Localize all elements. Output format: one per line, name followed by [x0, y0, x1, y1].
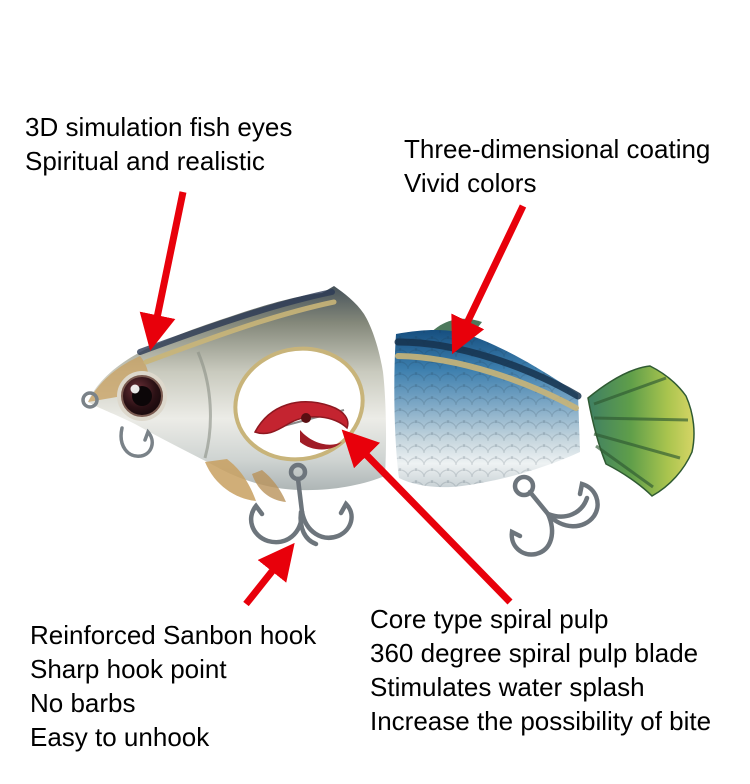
spiral-blade	[253, 401, 349, 450]
arrow-to-spiral	[341, 429, 513, 605]
callout-line: Easy to unhook	[30, 722, 210, 752]
callout-line: Core type spiral pulp	[370, 604, 609, 634]
tail-fin	[587, 365, 695, 497]
arrow-to-coating	[451, 204, 527, 355]
callout-spiral: Core type spiral pulp 360 degree spiral …	[370, 602, 711, 738]
front-treble-hook	[248, 462, 354, 547]
pelvic-fin	[252, 470, 286, 502]
callout-eyes: 3D simulation fish eyes Spiritual and re…	[25, 110, 292, 178]
callout-hook: Reinforced Sanbon hook Sharp hook point …	[30, 618, 316, 754]
rear-treble-hook	[509, 474, 600, 557]
callout-line: Three-dimensional coating	[404, 134, 711, 164]
callout-line: Stimulates water splash	[370, 672, 645, 702]
callout-line: Spiritual and realistic	[25, 146, 265, 176]
callout-line: No barbs	[30, 688, 136, 718]
callout-line: 3D simulation fish eyes	[25, 112, 293, 142]
rear-body-section	[394, 330, 582, 488]
callout-arrows	[139, 191, 527, 607]
fish-eye	[117, 371, 167, 421]
arrow-to-hook	[243, 542, 295, 607]
nose-eyelet	[81, 391, 154, 458]
callout-coating: Three-dimensional coating Vivid colors	[404, 132, 710, 200]
pelvic-fin	[205, 459, 256, 501]
callout-line: Vivid colors	[404, 168, 537, 198]
callout-line: 360 degree spiral pulp blade	[370, 638, 699, 668]
callout-line: Sharp hook point	[30, 654, 227, 684]
arrow-to-eye	[139, 191, 187, 351]
callout-line: Increase the possibility of bite	[370, 706, 712, 736]
callout-line: Reinforced Sanbon hook	[30, 620, 317, 650]
